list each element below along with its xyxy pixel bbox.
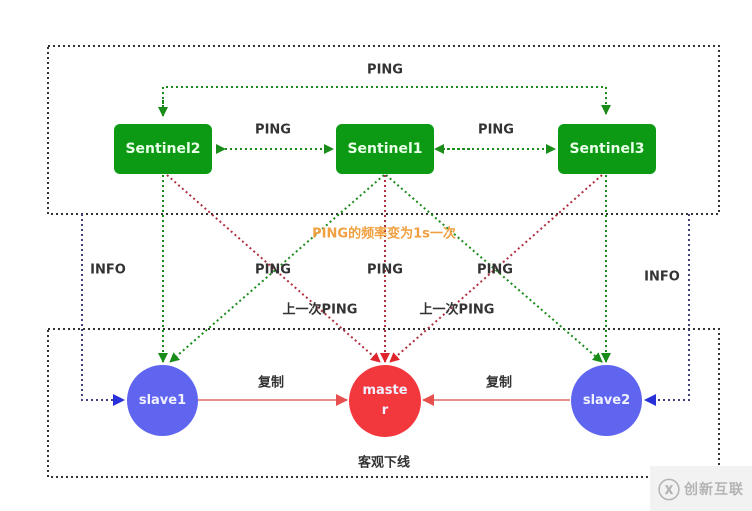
slave1-label: slave1 <box>138 392 187 408</box>
replicate-right-label: 复制 <box>485 375 513 391</box>
ping-center-label: PING <box>367 262 403 278</box>
watermark-text: 创新互联 <box>684 481 744 498</box>
replicate-left-label: 复制 <box>257 375 285 391</box>
ping-top-line <box>162 86 611 115</box>
ping-s2-s1-label: PING <box>255 122 291 138</box>
sentinel3-label: Sentinel3 <box>569 141 645 157</box>
ping-s3-master <box>389 174 603 363</box>
info-left-line <box>81 214 125 406</box>
redis-group-border <box>47 328 720 478</box>
ping-s1-s3-label: PING <box>478 122 514 138</box>
info-left-label: INFO <box>90 262 126 278</box>
watermark-logo-icon: ⓧ <box>657 478 680 504</box>
ping-frequency-note: PING的频率变为1s一次 <box>312 226 456 242</box>
master-label: maste r <box>362 383 408 418</box>
last-ping-right-label: 上一次PING <box>419 302 495 318</box>
master-node[interactable]: maste r <box>349 365 421 437</box>
slave2-label: slave2 <box>582 392 631 408</box>
info-right-label: INFO <box>644 269 680 285</box>
ping-left-label: PING <box>255 262 291 278</box>
ping-s1-slave1 <box>169 174 385 363</box>
sentinel-group-border <box>47 45 720 215</box>
objective-down-label: 客观下线 <box>357 455 411 471</box>
ping-s2-master <box>166 174 381 363</box>
sentinel2-label: Sentinel2 <box>125 141 201 157</box>
slave1-node[interactable]: slave1 <box>127 365 198 436</box>
sentinel3-node[interactable]: Sentinel3 <box>558 124 656 174</box>
sentinel2-node[interactable]: Sentinel2 <box>114 124 212 174</box>
sentinel1-label: Sentinel1 <box>347 141 423 157</box>
watermark: ⓧ 创新互联 <box>650 466 752 511</box>
slave2-node[interactable]: slave2 <box>571 365 642 436</box>
ping-top-label: PING <box>367 62 403 78</box>
last-ping-left-label: 上一次PING <box>282 302 358 318</box>
info-right-line <box>644 214 690 406</box>
sentinel1-node[interactable]: Sentinel1 <box>336 124 434 174</box>
ping-right-label: PING <box>477 262 513 278</box>
